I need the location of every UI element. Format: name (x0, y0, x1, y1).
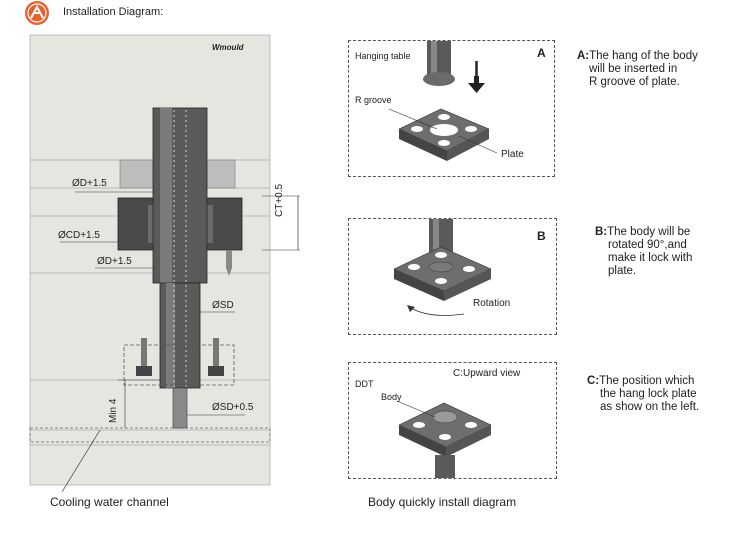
panel-b: B Rotation (348, 218, 557, 335)
description-a: A:The hang of the body will be inserted … (577, 50, 698, 89)
description-b-line2: rotated 90°,and (608, 239, 687, 251)
rotation-label: Rotation (473, 298, 511, 309)
description-a-line3: R groove of plate. (589, 76, 680, 88)
hanging-table-label: Hanging table (355, 51, 411, 61)
panel-a-letter: A (537, 46, 546, 60)
page-title: Installation Diagram: (63, 6, 164, 18)
label-ocd: ØCD+1.5 (58, 230, 100, 241)
label-osd-bottom: ØSD+0.5 (212, 402, 254, 413)
label-osd: ØSD (212, 300, 234, 311)
description-a-line2: will be inserted in (589, 63, 678, 75)
panel-c: C:Upward view DDT Body (348, 362, 557, 479)
description-c-line1: The position which (599, 375, 695, 387)
description-b-prefix: B: (595, 226, 608, 238)
description-c-line3: as show on the left. (600, 401, 700, 413)
ddt-label: DDT (355, 379, 374, 389)
body-label: Body (381, 392, 402, 402)
description-c-prefix: C: (587, 375, 600, 387)
cooling-water-caption: Cooling water channel (50, 495, 169, 509)
panel-b-letter: B (537, 229, 546, 243)
description-c-line2: the hang lock plate (600, 388, 697, 400)
description-b-line4: plate. (608, 265, 637, 277)
label-od-top: ØD+1.5 (72, 178, 107, 189)
label-ct: CT+0.5 (274, 183, 285, 217)
label-od-mid: ØD+1.5 (97, 256, 132, 267)
description-a-line1: The hang of the body (589, 50, 698, 62)
r-groove-label: R groove (355, 95, 392, 105)
plate-label: Plate (501, 149, 524, 160)
panel-a: A Hanging table R groove Plate (348, 40, 555, 177)
description-b: B:The body will be rotated 90°,and make … (595, 226, 692, 278)
description-b-line1: The body will be (607, 226, 691, 238)
right-caption: Body quickly install diagram (368, 495, 517, 509)
label-min4: Min 4 (108, 398, 119, 423)
description-c: C:The position which the hang lock plate… (587, 375, 699, 414)
mold-cross-section (29, 34, 300, 493)
logo-icon (22, 0, 52, 26)
description-a-prefix: A: (577, 50, 590, 62)
description-b-line3: make it lock with (608, 252, 693, 264)
brand-label: Wmould (212, 43, 244, 52)
upward-view-label: C:Upward view (453, 368, 521, 379)
